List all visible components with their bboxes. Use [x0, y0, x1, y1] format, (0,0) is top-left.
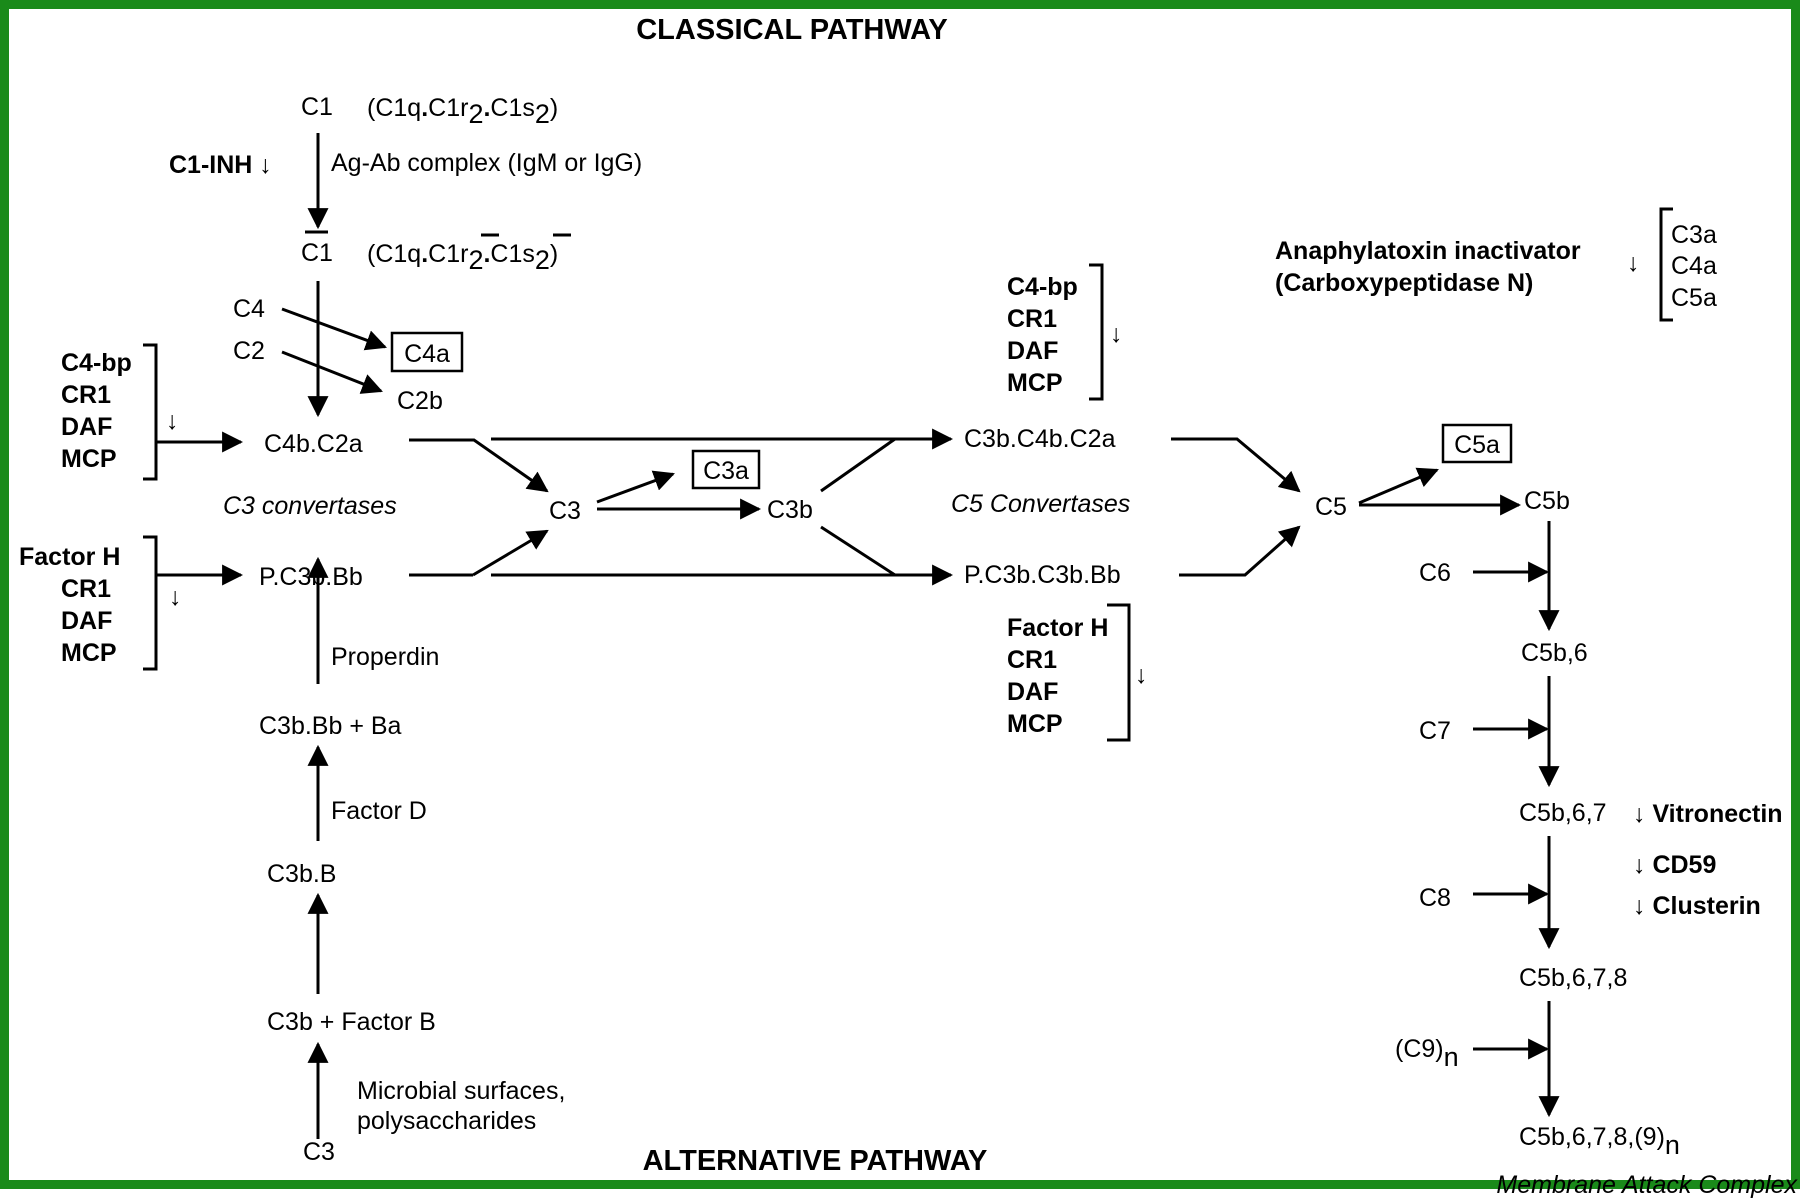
c5conv-classical-to-c5-arrow [1171, 437, 1301, 493]
c3bb-label: C3b.B [267, 860, 336, 888]
c1-active-components: (C1q.C1r2.C1s2) [367, 240, 558, 275]
ag-ab-trigger: Ag-Ab complex (IgM or IgG) [331, 149, 642, 177]
anaphylatoxin-bracket [1659, 207, 1673, 322]
anaphylatoxin-arrow: ↓ [1627, 249, 1640, 277]
alt-c3-label: C3 [303, 1138, 335, 1166]
c7-label: C7 [1419, 717, 1451, 745]
reg-mid-bottom-item: MCP [1007, 710, 1063, 738]
c5b6-label: C5b,6 [1521, 639, 1588, 667]
reg-mid-bottom-item: DAF [1007, 678, 1058, 706]
mac-final-text: C5b,6,7,8,(9) [1519, 1123, 1665, 1151]
c4-label: C4 [233, 295, 265, 323]
c3a-box [691, 449, 761, 490]
reg-left-top: C4-bp CR1 DAF MCP ↓ [61, 343, 244, 481]
reg-mid-bottom-bracket [1107, 603, 1131, 742]
c5b678-label: C5b,6,7,8 [1519, 964, 1627, 992]
reg-left-top-item: CR1 [61, 381, 111, 409]
reg-mid-top-item: C4-bp [1007, 273, 1078, 301]
cd59-label: ↓ CD59 [1633, 851, 1716, 879]
c5conv-alternative-label: P.C3b.C3b.Bb [964, 561, 1121, 589]
reg-left-top-item: MCP [61, 445, 117, 473]
reg-left-bottom-item: CR1 [61, 575, 111, 603]
c3a-label: C3a [703, 457, 749, 485]
anaphylatoxin-group: Anaphylatoxin inactivator (Carboxypeptid… [1275, 207, 1717, 322]
c1-active-label: C1 [301, 239, 333, 267]
reg-mid-top-bracket [1089, 263, 1104, 401]
pc3bbb-to-c3-arrow [472, 529, 549, 577]
reg-left-bottom-bracket [143, 535, 158, 671]
mac-final-subscript: n [1665, 1130, 1680, 1160]
anaphylatoxin-line1: Anaphylatoxin inactivator [1275, 237, 1581, 265]
c4-cleavage-arrow [281, 307, 387, 351]
c1-components: (C1q.C1r2.C1s2) [367, 94, 558, 129]
reg-left-bottom-item: MCP [61, 639, 117, 667]
reg-left-top-bracket [143, 343, 158, 481]
c5a-box [1441, 423, 1513, 464]
anaphylatoxin-item: C4a [1671, 252, 1717, 280]
reg-mid-top: C4-bp CR1 DAF MCP ↓ [1007, 263, 1123, 401]
c8-label: C8 [1419, 884, 1451, 912]
c3-convertases-label: C3 convertases [223, 492, 397, 520]
center-c3b-label: C3b [767, 496, 813, 524]
c5-to-c5a-arrow [1358, 467, 1439, 505]
reg-mid-bottom: Factor H CR1 DAF MCP ↓ [1007, 603, 1148, 742]
reg-mid-bottom-item: Factor H [1007, 614, 1108, 642]
c3b-join-bottom [820, 525, 896, 577]
c9-text: (C9) [1395, 1035, 1444, 1063]
reg-mid-top-item: CR1 [1007, 305, 1057, 333]
reg-mid-top-item: MCP [1007, 369, 1063, 397]
microbial-label-1: Microbial surfaces, [357, 1077, 565, 1105]
c4b2a-label: C4b.C2a [264, 430, 363, 458]
c3-to-c3a-arrow [596, 470, 675, 504]
c1-inh-label: C1-INH ↓ [169, 151, 272, 179]
c9-subscript: n [1444, 1042, 1459, 1072]
mac-label: Membrane Attack Complex [1496, 1171, 1798, 1198]
c4a-label: C4a [404, 340, 450, 368]
c5conv-alternative-to-c5-arrow [1179, 525, 1301, 577]
c5conv-classical-label: C3b.C4b.C2a [964, 425, 1116, 453]
c5b-label: C5b [1524, 487, 1570, 515]
c3b-join-top [820, 437, 896, 493]
reg-left-bottom-arrow: ↓ [169, 583, 182, 611]
c5-convertases-label: C5 Convertases [951, 490, 1130, 518]
c5b67-label: C5b,6,7 [1519, 799, 1607, 827]
reg-left-bottom: Factor H CR1 DAF MCP ↓ [19, 535, 244, 671]
properdin-label: Properdin [331, 643, 439, 671]
reg-left-bottom-item: DAF [61, 607, 112, 635]
c6-label: C6 [1419, 559, 1451, 587]
pc3bbb-label: P.C3b.Bb [259, 563, 363, 591]
reg-mid-top-item: DAF [1007, 337, 1058, 365]
c4b2a-to-c3-arrow [409, 438, 549, 493]
anaphylatoxin-line2: (Carboxypeptidase N) [1275, 269, 1533, 297]
vitronectin-label: ↓ Vitronectin [1633, 800, 1783, 828]
c1-label: C1 [301, 93, 333, 121]
reg-mid-bottom-item: CR1 [1007, 646, 1057, 674]
reg-mid-bottom-arrow: ↓ [1135, 661, 1148, 689]
factor-d-label: Factor D [331, 797, 427, 825]
mac-final-label: C5b,6,7,8,(9)n [1519, 1123, 1680, 1160]
c3b-factor-b-label: C3b + Factor B [267, 1008, 436, 1036]
reg-left-top-arrow: ↓ [166, 407, 179, 435]
anaphylatoxin-item: C3a [1671, 221, 1717, 249]
reg-left-top-item: C4-bp [61, 349, 132, 377]
c2-label: C2 [233, 337, 265, 365]
c9-label: (C9)n [1395, 1035, 1459, 1072]
anaphylatoxin-item: C5a [1671, 284, 1717, 312]
classical-pathway-title: CLASSICAL PATHWAY [636, 14, 948, 46]
complement-pathway-diagram: CLASSICAL PATHWAY ALTERNATIVE PATHWAY Me… [19, 14, 1798, 1198]
c5a-label: C5a [1454, 431, 1500, 459]
microbial-label-2: polysaccharides [357, 1107, 536, 1135]
reg-mid-top-arrow: ↓ [1110, 320, 1123, 348]
center-c3-label: C3 [549, 497, 581, 525]
c5-label: C5 [1315, 493, 1347, 521]
reg-left-top-item: DAF [61, 413, 112, 441]
c2-cleavage-arrow [281, 350, 383, 394]
clusterin-label: ↓ Clusterin [1633, 892, 1761, 920]
c3bbb-ba-label: C3b.Bb + Ba [259, 712, 402, 740]
c2b-label: C2b [397, 387, 443, 415]
alternative-pathway-title: ALTERNATIVE PATHWAY [643, 1145, 988, 1177]
reg-left-bottom-item: Factor H [19, 543, 120, 571]
c4a-box [390, 331, 464, 373]
